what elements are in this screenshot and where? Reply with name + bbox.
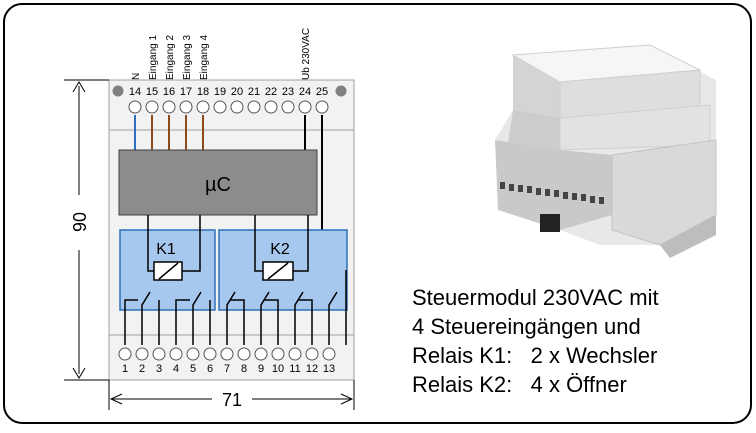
relay-k1-coil-wire-right [182,215,201,272]
bottom-terminal-screw [152,347,166,361]
bottom-terminal-number: 7 [224,363,230,375]
width-dimension-label: 71 [222,390,242,410]
bottom-terminal-screw [135,347,149,361]
bottom-terminal-screw [203,347,217,361]
bottom-terminal-screw [271,347,285,361]
bottom-terminal-screw [288,347,302,361]
top-input-label: Eingang 1 [148,35,159,80]
mc-label: µC [205,174,231,196]
top-terminal-screw [247,100,261,114]
module-description: Steuermodul 230VAC mit 4 Steuereingängen… [412,283,659,399]
bottom-terminal-number: 1 [122,363,128,375]
relay-k2-coil-mark [267,262,289,280]
bottom-terminal-number: 8 [241,363,247,375]
top-input-labels: N Eingang 1 Eingang 2 Eingang 3 Eingang 4 Ub … [131,28,312,80]
top-terminal-number: 15 [146,86,158,98]
bottom-terminal-number: 13 [323,363,335,375]
top-input-label: Eingang 4 [199,35,210,80]
width-dimension [108,380,355,410]
height-dimension-label: 90 [70,212,90,232]
relay-k2-label: K2 [270,241,290,258]
bottom-terminal-screw [169,347,183,361]
description-line-2: 4 Steuereingängen und [412,314,641,339]
relay-k2-coil-wire-left [254,215,263,272]
bottom-terminal-number: 4 [173,363,179,375]
bottom-terminal-number: 12 [306,363,318,375]
top-terminal-number: 24 [299,86,311,98]
description-line-3: Relais K1: 2 x Wechsler [412,343,658,368]
top-terminal-screw [213,100,227,114]
mounting-hole [335,85,347,97]
top-terminal-numbers: 14 15 16 17 18 19 20 21 22 23 24 25 [129,86,328,98]
bottom-terminal-number: 11 [289,363,300,375]
top-terminal-screws [128,100,329,114]
top-input-label: Eingang 3 [182,35,193,80]
top-terminal-screw [298,100,312,114]
top-terminal-screw [128,100,142,114]
description-line-4: Relais K2: 4 x Öffner [412,372,627,397]
relay-contacts [124,270,347,345]
top-terminal-screw [179,100,193,114]
top-terminal-number: 25 [316,86,328,98]
top-terminal-number: 22 [265,86,277,98]
bottom-terminal-screw [220,347,234,361]
bottom-terminal-number: 10 [272,363,284,375]
top-terminal-number: 23 [282,86,294,98]
relay-k2-coil-wire-right [293,215,309,272]
top-terminal-screw [315,100,329,114]
top-terminal-screw [281,100,295,114]
top-terminal-screw [196,100,210,114]
bottom-terminal-screw [118,347,132,361]
bottom-terminal-number: 3 [156,363,162,375]
bottom-terminal-screw [322,347,336,361]
top-terminal-number: 19 [214,86,226,98]
relay-k1-coil-mark [158,262,179,280]
mounting-hole [112,85,124,97]
top-terminal-number: 16 [163,86,175,98]
bottom-terminal-screw [305,347,319,361]
microcontroller-block [118,149,318,216]
top-input-label: Ub 230VAC [301,28,312,80]
bottom-terminal-number: 9 [258,363,264,375]
bottom-terminal-screws [118,347,336,361]
bottom-terminal-screw [237,347,251,361]
top-terminal-screw [264,100,278,114]
top-terminal-number: 21 [248,86,260,98]
din-rail-enclosure-photo [495,44,717,258]
relay-k1-label: K1 [156,241,176,258]
top-input-label: N [131,73,142,80]
top-input-label: Eingang 2 [165,35,176,80]
top-terminal-number: 20 [231,86,243,98]
top-terminal-screw [145,100,159,114]
bottom-terminal-number: 5 [190,363,196,375]
top-terminal-number: 14 [129,86,141,98]
relay-k1-coil-wire-left [147,215,154,272]
bottom-terminal-screw [254,347,268,361]
top-terminal-number: 17 [180,86,192,98]
bottom-terminal-number: 2 [139,363,145,375]
bottom-terminal-screw [186,347,200,361]
description-line-1: Steuermodul 230VAC mit [412,285,659,310]
top-terminal-screw [162,100,176,114]
top-terminal-screw [230,100,244,114]
height-dimension [64,79,109,381]
top-terminal-number: 18 [197,86,209,98]
bottom-terminal-number: 6 [207,363,213,375]
